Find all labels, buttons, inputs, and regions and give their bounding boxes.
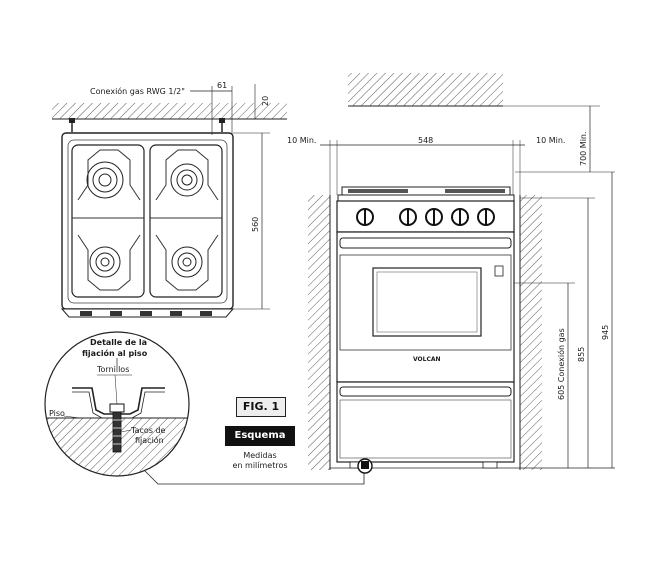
units-line2: en milímetros [232, 461, 288, 470]
front-view: 10 Min. 548 10 Min. 700 Min. 945 855 605… [287, 73, 615, 474]
drawer-handle [339, 386, 512, 397]
dim-10-min-left: 10 Min. [287, 136, 316, 145]
dim-10-min-right: 10 Min. [536, 136, 565, 145]
oven-window [372, 267, 482, 337]
floor-fixing-detail: Detalle de la fijación al piso Tornillos… [44, 331, 190, 477]
left-wall-hatch [308, 195, 330, 470]
units-note: Medidas en milímetros [220, 451, 300, 471]
brand-label: VOLCAN [413, 356, 441, 363]
anchors-label-line1: Tacos de [130, 426, 166, 435]
burner-bottom-right [171, 246, 203, 278]
top-view: Conexión gas RWG 1/2" 61 20 560 [52, 81, 287, 318]
burner-top-right [170, 163, 204, 197]
dim-61: 61 [217, 81, 227, 90]
screws-label: Tornillos [96, 365, 129, 374]
detail-title-line2: fijación al piso [82, 348, 148, 358]
anchors-label-line2: fijación [135, 435, 164, 445]
grate-left [71, 144, 145, 298]
dim-700-min: 700 Min. [579, 131, 588, 166]
fig-label: FIG. 1 [236, 397, 286, 417]
upper-cabinet-hatch [348, 73, 503, 106]
dim-945: 945 [601, 325, 610, 340]
dim-560: 560 [251, 217, 260, 232]
dim-605-gas: 605 Conexión gas [556, 328, 566, 400]
burner-bottom-left [89, 246, 121, 278]
grate-right [149, 144, 223, 298]
dim-20: 20 [261, 96, 270, 106]
gas-connection-label: Conexión gas RWG 1/2" [90, 86, 185, 96]
dim-548: 548 [418, 136, 433, 145]
floor-label: Piso [49, 409, 65, 418]
burner-top-left [86, 161, 124, 199]
rear-wall-hatch [52, 103, 287, 119]
detail-leader-line [139, 465, 365, 485]
units-line1: Medidas [243, 451, 277, 460]
schema-label: Esquema [225, 426, 295, 446]
detail-title-line1: Detalle de la [90, 338, 147, 347]
stove-front: VOLCAN [336, 186, 515, 469]
dim-855: 855 [577, 347, 586, 362]
right-wall-hatch [520, 195, 542, 470]
oven-handle [339, 237, 512, 249]
